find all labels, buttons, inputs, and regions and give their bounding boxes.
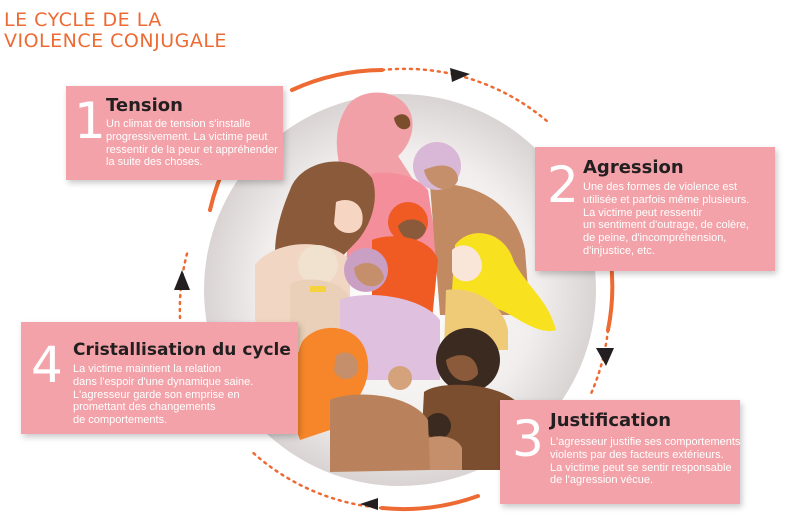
ring-arc-right-dotted — [588, 328, 610, 398]
stage-line: La victime peut ressentir — [583, 206, 703, 219]
stage-line: utilisée et parfois même plusieurs. — [583, 193, 750, 206]
stage-description: Un climat de tension s'installe progress… — [106, 118, 278, 169]
cycle-arrows — [174, 68, 614, 510]
stage-line: ressentir de la peur et appréhender — [106, 143, 278, 156]
figure-dark-face — [446, 355, 478, 382]
figure-center-face — [354, 263, 384, 287]
stage-heading: Tension — [106, 95, 183, 116]
figure-bottom-left-face — [334, 352, 359, 379]
stage-heading: Justification — [550, 410, 672, 431]
figure-orange-face — [398, 219, 426, 240]
stage-number: 1 — [74, 92, 106, 150]
stage-line: promettant des changements — [73, 401, 216, 414]
figure-child-body — [424, 436, 462, 470]
ring-arc-top-dotted — [380, 67, 550, 124]
figure-left-face — [334, 200, 363, 233]
arrow-top-icon — [450, 68, 470, 82]
ring-arc-bottom-solid — [380, 494, 480, 512]
stage-description: L'agresseur justifie ses comportements v… — [550, 436, 740, 487]
stage-line: la suite des choses. — [106, 156, 203, 169]
cycle-ring — [178, 67, 615, 512]
stage-heading: Cristallisation du cycle — [73, 340, 291, 360]
stage-line: progressivement. La victime peut — [106, 130, 268, 143]
stage-line: un sentiment d'outrage, de colère, — [583, 219, 749, 232]
stage-line: de l'agression vécue. — [550, 474, 653, 487]
arrow-bottom-icon — [360, 498, 378, 510]
arrow-right-icon — [596, 348, 614, 366]
figure-yellow-face — [452, 245, 482, 282]
ring-arc-top-solid — [290, 68, 384, 92]
stage-line: de comportements. — [73, 414, 168, 427]
stage-line: La victime peut se sentir responsable — [550, 461, 732, 474]
arrow-left-icon — [174, 270, 190, 290]
figure-child-head — [425, 413, 451, 439]
figure-yellow-glasses — [310, 286, 326, 292]
stage-card-justification: 3 Justification L'agresseur justifie ses… — [500, 400, 740, 504]
title-line-2: VIOLENCE CONJUGALE — [4, 30, 227, 52]
hair-bun-brown — [394, 114, 411, 130]
stage-line: L'agresseur garde son emprise en — [73, 388, 240, 401]
stage-card-tension: 1 Tension Un climat de tension s'install… — [66, 86, 283, 180]
figure-lilac-face — [424, 165, 458, 190]
stage-description: Une des formes de violence est utilisée … — [583, 181, 749, 258]
people-illustration — [255, 92, 556, 472]
figure-pale-head — [298, 245, 338, 285]
stage-line: violents par des facteurs extérieurs. — [550, 448, 724, 461]
figure-baby-head — [388, 366, 412, 390]
stage-number: 2 — [547, 156, 579, 214]
stage-number: 3 — [512, 410, 544, 468]
stage-number: 4 — [31, 336, 63, 394]
stage-line: Une des formes de violence est — [583, 181, 738, 193]
stage-line: dans l'espoir d'une dynamique saine. — [73, 375, 254, 388]
stage-line: L'agresseur justifie ses comportements — [550, 436, 741, 448]
stage-heading: Agression — [583, 157, 684, 178]
stage-line: Un climat de tension s'installe — [106, 118, 251, 130]
title-line-1: LE CYCLE DE LA — [4, 9, 162, 31]
stage-line: de peine, d'incompréhension, — [583, 232, 727, 245]
stage-description: La victime maintient la relation dans l'… — [73, 363, 253, 427]
page-title: LE CYCLE DE LA VIOLENCE CONJUGALE — [4, 10, 227, 52]
stage-card-agression: 2 Agression Une des formes de violence e… — [535, 147, 775, 271]
ring-arc-bottom-dotted — [248, 448, 384, 510]
stage-line: La victime maintient la relation — [73, 363, 221, 375]
stage-card-cristallisation: 4 Cristallisation du cycle La victime ma… — [21, 322, 298, 434]
stage-line: d'injustice, etc. — [583, 244, 655, 257]
figure-bottom-left-body — [330, 394, 430, 472]
